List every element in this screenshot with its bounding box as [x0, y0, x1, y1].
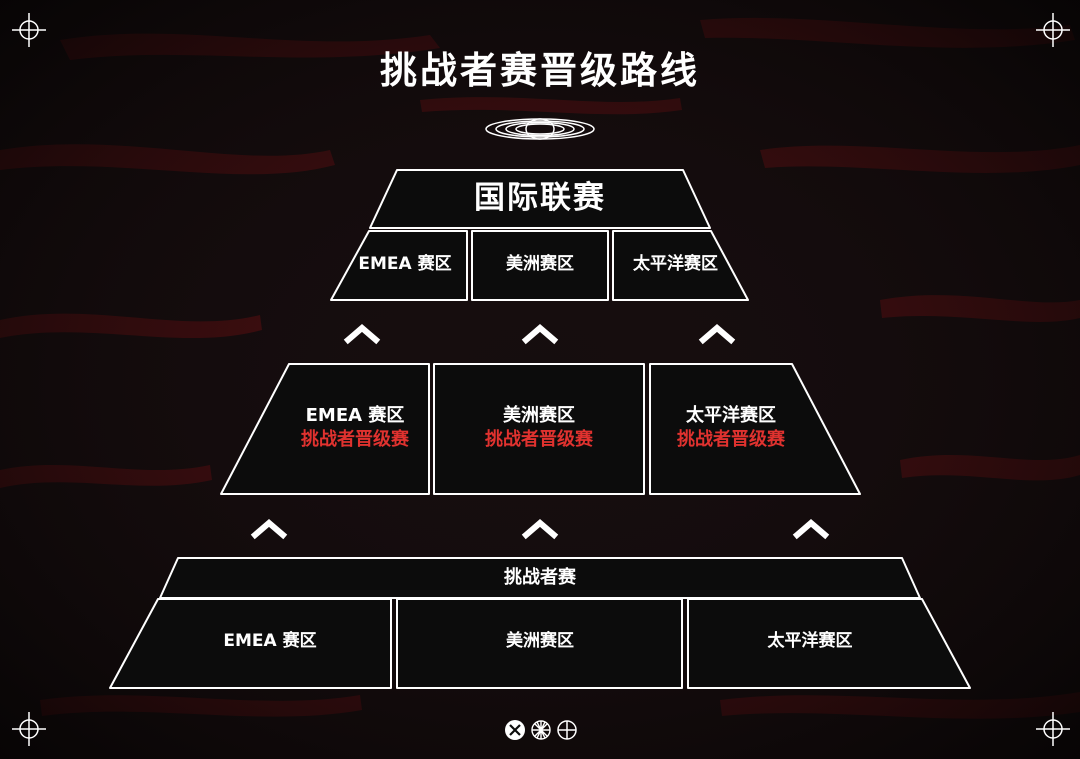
ascension-pacific-panel	[649, 363, 861, 495]
page-title: 挑战者赛晋级路线	[380, 49, 700, 92]
international-emea-panel	[330, 230, 468, 301]
crosshair-corner-icon	[1036, 13, 1070, 47]
up-chevron-icon	[521, 324, 559, 345]
international-header-panel	[369, 169, 711, 229]
up-chevron-icon	[250, 519, 288, 540]
ascension-pacific-sublabel: 挑战者晋级赛	[677, 429, 785, 450]
international-pacific-label: 太平洋赛区	[633, 254, 718, 274]
challengers-americas-label: 美洲赛区	[506, 631, 574, 651]
crosshair-corner-icon	[12, 712, 46, 746]
crosshair-corner-icon	[12, 13, 46, 47]
crosshair-logo-icon	[557, 720, 577, 740]
challengers-label: 挑战者赛	[504, 567, 576, 588]
up-chevron-icon	[792, 519, 830, 540]
challengers-emea-panel	[109, 598, 392, 689]
radial-logo-icon	[531, 720, 551, 740]
ascension-emea-region: EMEA 赛区	[305, 405, 405, 426]
challengers-emea-label: EMEA 赛区	[223, 631, 317, 651]
ascension-pacific-label: 太平洋赛区 挑战者晋级赛	[641, 404, 821, 452]
challengers-pacific-label: 太平洋赛区	[767, 631, 853, 651]
international-pacific-panel	[612, 230, 749, 301]
bottom-logo-row	[505, 720, 577, 740]
up-chevron-icon	[343, 324, 381, 345]
international-americas-label: 美洲赛区	[506, 254, 574, 274]
ascension-americas-label: 美洲赛区 挑战者晋级赛	[449, 404, 629, 452]
ascension-pacific-region: 太平洋赛区	[686, 405, 776, 426]
eye-emblem-icon	[485, 118, 595, 140]
crosshair-corner-icon	[1036, 712, 1070, 746]
international-league-label: 国际联赛	[474, 180, 606, 216]
ascension-americas-region: 美洲赛区	[503, 405, 575, 426]
international-americas-panel	[471, 230, 609, 301]
valorant-logo-icon	[505, 720, 525, 740]
ascension-emea-label: EMEA 赛区 挑战者晋级赛	[265, 404, 445, 452]
challengers-americas-panel	[396, 598, 683, 689]
international-emea-label: EMEA 赛区	[358, 254, 452, 274]
challengers-pacific-panel	[687, 598, 971, 689]
up-chevron-icon	[521, 519, 559, 540]
ascension-americas-panel	[433, 363, 645, 495]
ascension-emea-panel	[220, 363, 430, 495]
up-chevron-icon	[698, 324, 736, 345]
ascension-americas-sublabel: 挑战者晋级赛	[485, 429, 593, 450]
ascension-emea-sublabel: 挑战者晋级赛	[301, 429, 409, 450]
